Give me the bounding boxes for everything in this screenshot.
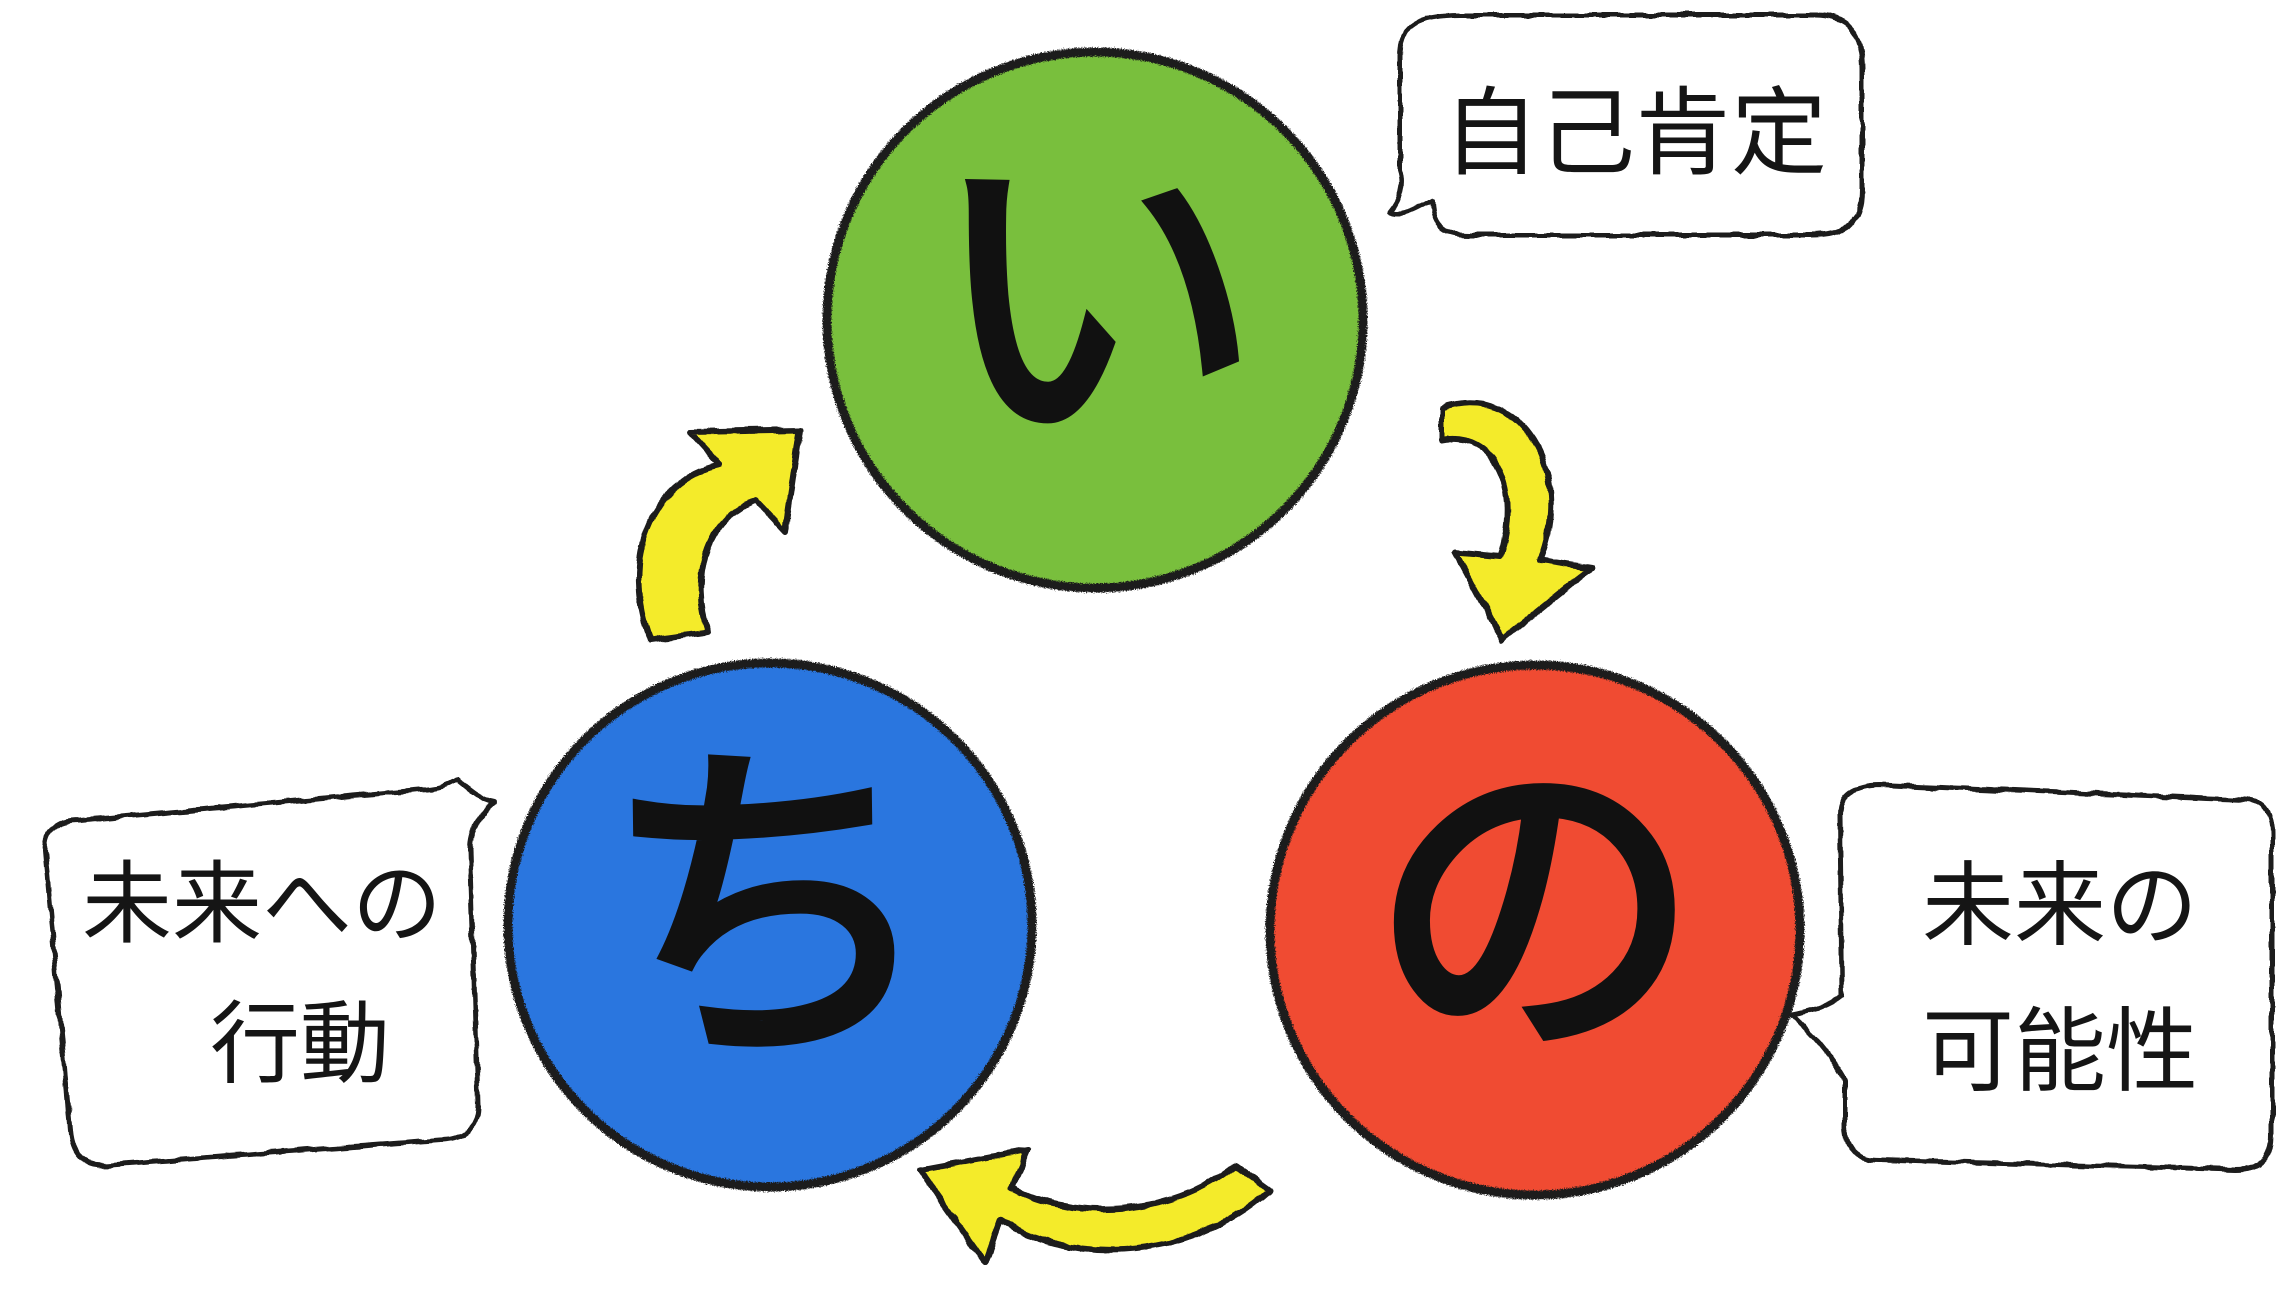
arrow-chi-to-i (635, 427, 803, 643)
cycle-arrow-shape (1439, 399, 1595, 643)
speech-bubble-outline (42, 777, 498, 1168)
node-no-circle (1265, 660, 1805, 1200)
note-no-line-2: 可能性 (1922, 998, 2198, 1105)
node-no: の (1265, 660, 1805, 1200)
note-future-possibility: 未来の 可能性 (1789, 782, 2275, 1173)
node-no-kana: の (1370, 719, 1700, 1103)
node-chi-kana: ち (600, 713, 940, 1109)
arrow-i-to-no (1439, 399, 1595, 643)
note-self-affirmation: 自己肯定 (1387, 12, 1865, 238)
node-i-kana: い (930, 109, 1260, 493)
speech-bubble-outline (1789, 782, 2275, 1173)
cycle-arrow-shape (635, 427, 803, 643)
cycle-arrow-shape (917, 1147, 1273, 1265)
speech-bubble-outline (1387, 12, 1865, 238)
note-chi-line-1: 未来への (82, 852, 442, 957)
node-chi: ち (503, 658, 1037, 1192)
note-i-line-1: 自己肯定 (1443, 77, 1827, 189)
node-i-circle (822, 47, 1368, 593)
note-chi-line-2: 行動 (210, 992, 390, 1097)
note-action-toward-future: 未来への 行動 (42, 777, 498, 1168)
arrow-no-to-chi (917, 1147, 1273, 1265)
node-chi-circle (503, 658, 1037, 1192)
note-no-line-1: 未来の (1922, 852, 2198, 959)
node-i: い (822, 47, 1368, 593)
